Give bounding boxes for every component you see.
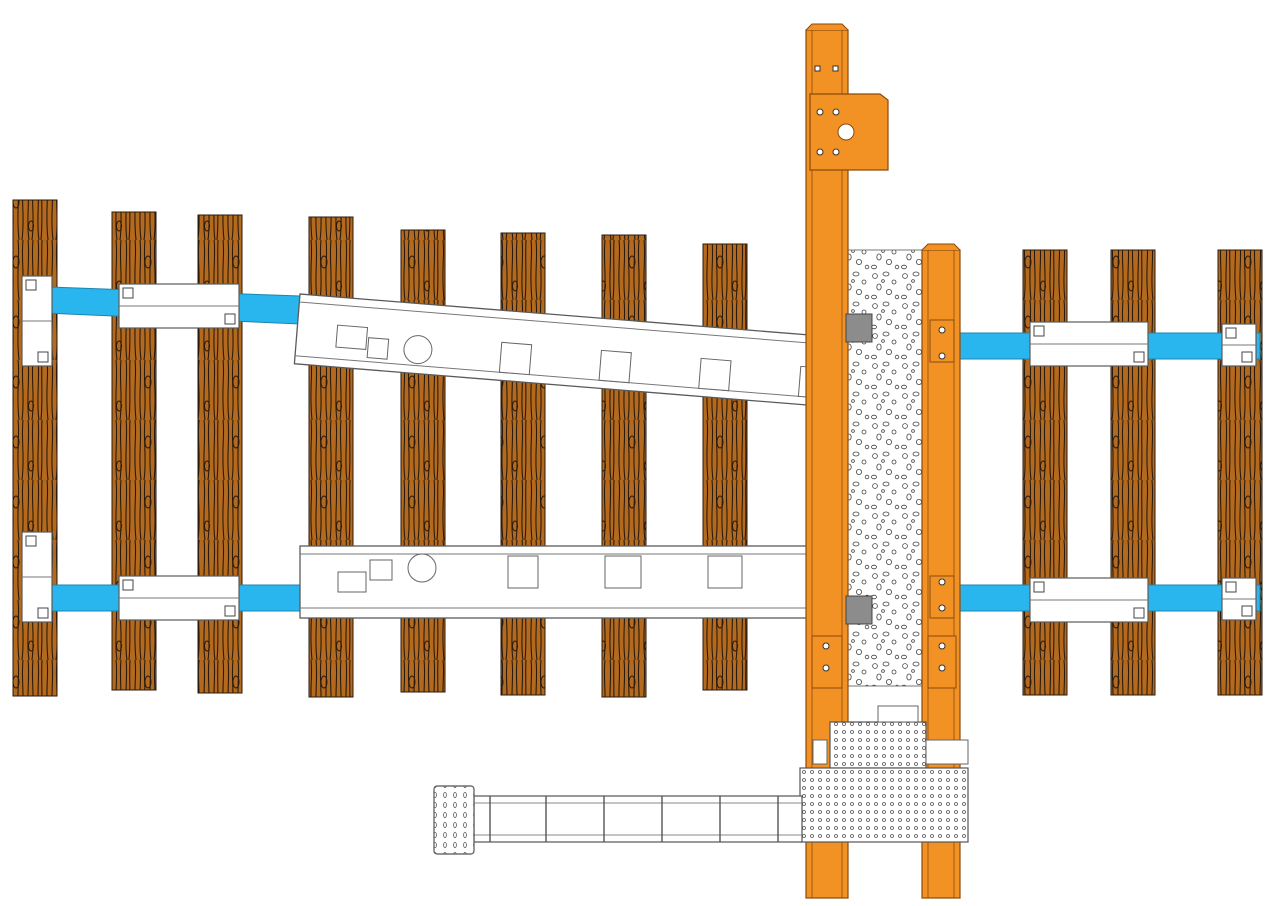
bottom-assembly bbox=[433, 705, 969, 855]
tube bbox=[473, 795, 803, 843]
tube-rings bbox=[489, 796, 779, 842]
lower-long-plate bbox=[299, 545, 846, 619]
rail-clamp bbox=[118, 283, 240, 329]
upper-long-plate bbox=[293, 293, 844, 409]
sleeper bbox=[500, 232, 546, 696]
long-plates bbox=[293, 293, 846, 619]
lower-grey-clamp bbox=[845, 595, 873, 625]
upper-grey-clamp bbox=[845, 313, 873, 343]
rail-clamp bbox=[1029, 577, 1149, 623]
sleeper bbox=[601, 234, 647, 698]
sleeper bbox=[400, 229, 446, 693]
sleeper bbox=[1217, 249, 1263, 696]
upper-perforated-plate bbox=[829, 721, 927, 769]
rail-clamp bbox=[1221, 323, 1257, 367]
rail-clamp bbox=[21, 531, 53, 623]
rail-clamp bbox=[1029, 321, 1149, 367]
rail-clamp bbox=[21, 275, 53, 367]
side-box bbox=[925, 739, 969, 765]
sleeper bbox=[702, 243, 748, 691]
cable-box bbox=[877, 705, 919, 723]
end-perforated-plate bbox=[433, 785, 475, 855]
rail-clamps bbox=[21, 275, 1257, 623]
rail-clamp bbox=[1221, 577, 1257, 621]
main-perforated-plate bbox=[799, 767, 969, 843]
sleeper bbox=[1110, 249, 1156, 696]
sleeper bbox=[1022, 249, 1068, 696]
rail-clamp bbox=[118, 575, 240, 621]
sleeper bbox=[308, 216, 354, 698]
